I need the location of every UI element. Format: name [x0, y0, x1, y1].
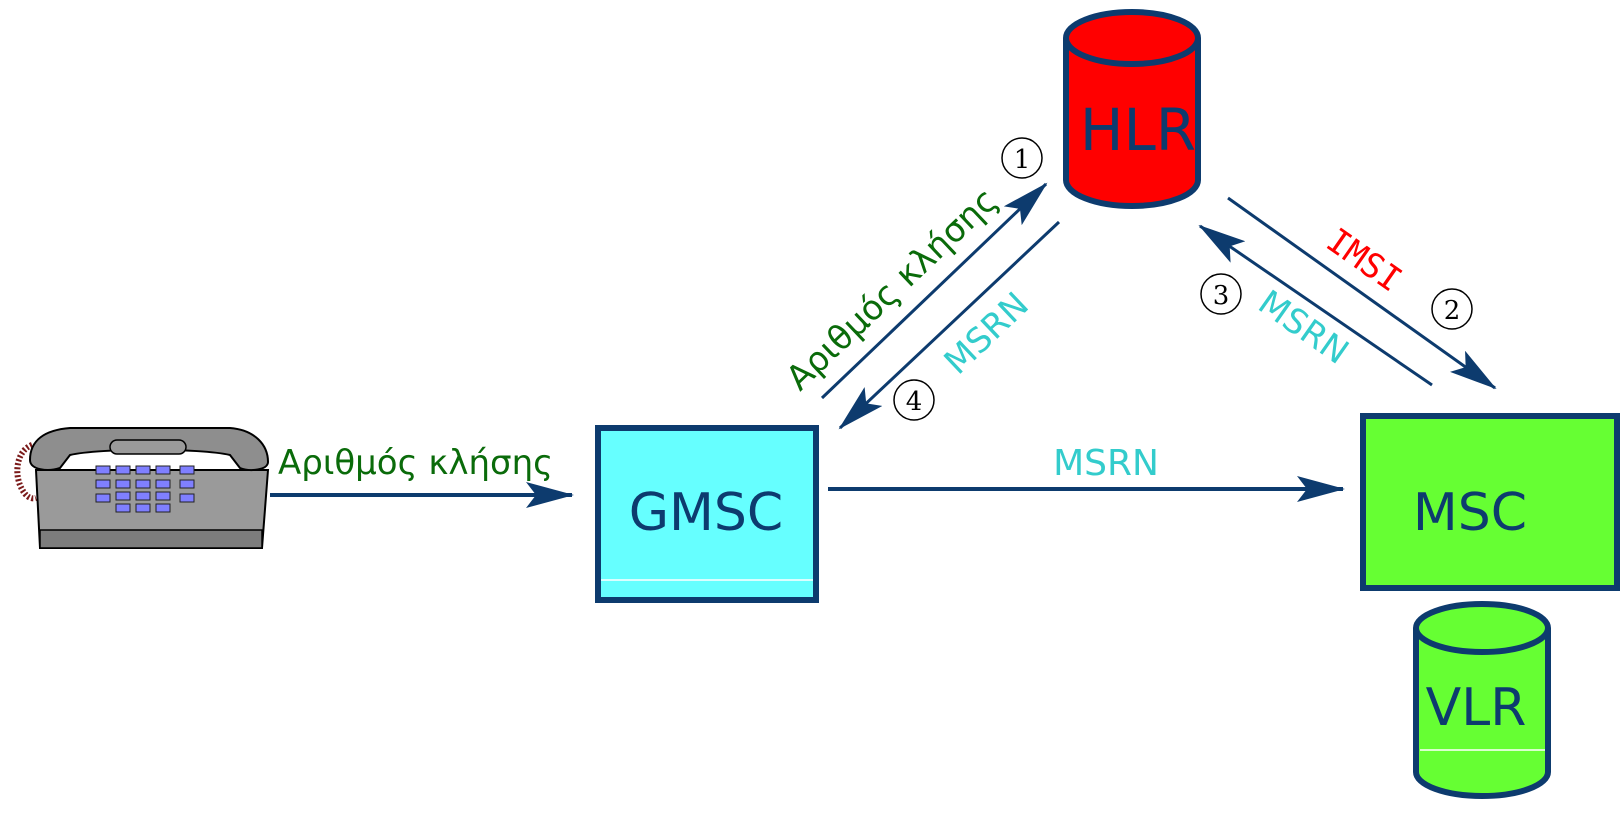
step-marker-1: 1	[1001, 137, 1043, 179]
gmsc-node: GMSC	[595, 425, 819, 603]
hlr-label: HLR	[1080, 96, 1196, 164]
arrow-gmsc-to-hlr	[820, 182, 1048, 400]
step-marker-3: 3	[1200, 273, 1242, 315]
label-hlr-to-msc: IMSI	[1319, 221, 1409, 301]
arrow-hlr-to-gmsc	[838, 220, 1061, 430]
vlr-label: VLR	[1426, 678, 1527, 738]
label-hlr-to-gmsc: MSRN	[937, 285, 1037, 383]
desk-telephone-icon	[14, 427, 270, 549]
msc-node: MSC	[1360, 413, 1620, 591]
step-marker-4: 4	[893, 379, 935, 421]
gmsc-label: GMSC	[629, 483, 783, 543]
arrow-hlr-to-msc	[1227, 196, 1497, 390]
hlr-database: HLR	[1063, 9, 1201, 209]
arrow-msc-to-hlr	[1198, 224, 1433, 387]
label-gmsc-to-msc: MSRN	[1053, 443, 1159, 484]
vlr-database: VLR	[1413, 601, 1551, 799]
step-number-1: 1	[1014, 145, 1031, 175]
step-number-3: 3	[1213, 281, 1230, 311]
step-marker-2: 2	[1431, 288, 1473, 330]
label-phone-to-gmsc: Αριθμός κλήσης	[278, 443, 553, 483]
step-number-4: 4	[906, 387, 923, 417]
msc-label: MSC	[1413, 483, 1527, 543]
step-number-2: 2	[1444, 296, 1461, 326]
